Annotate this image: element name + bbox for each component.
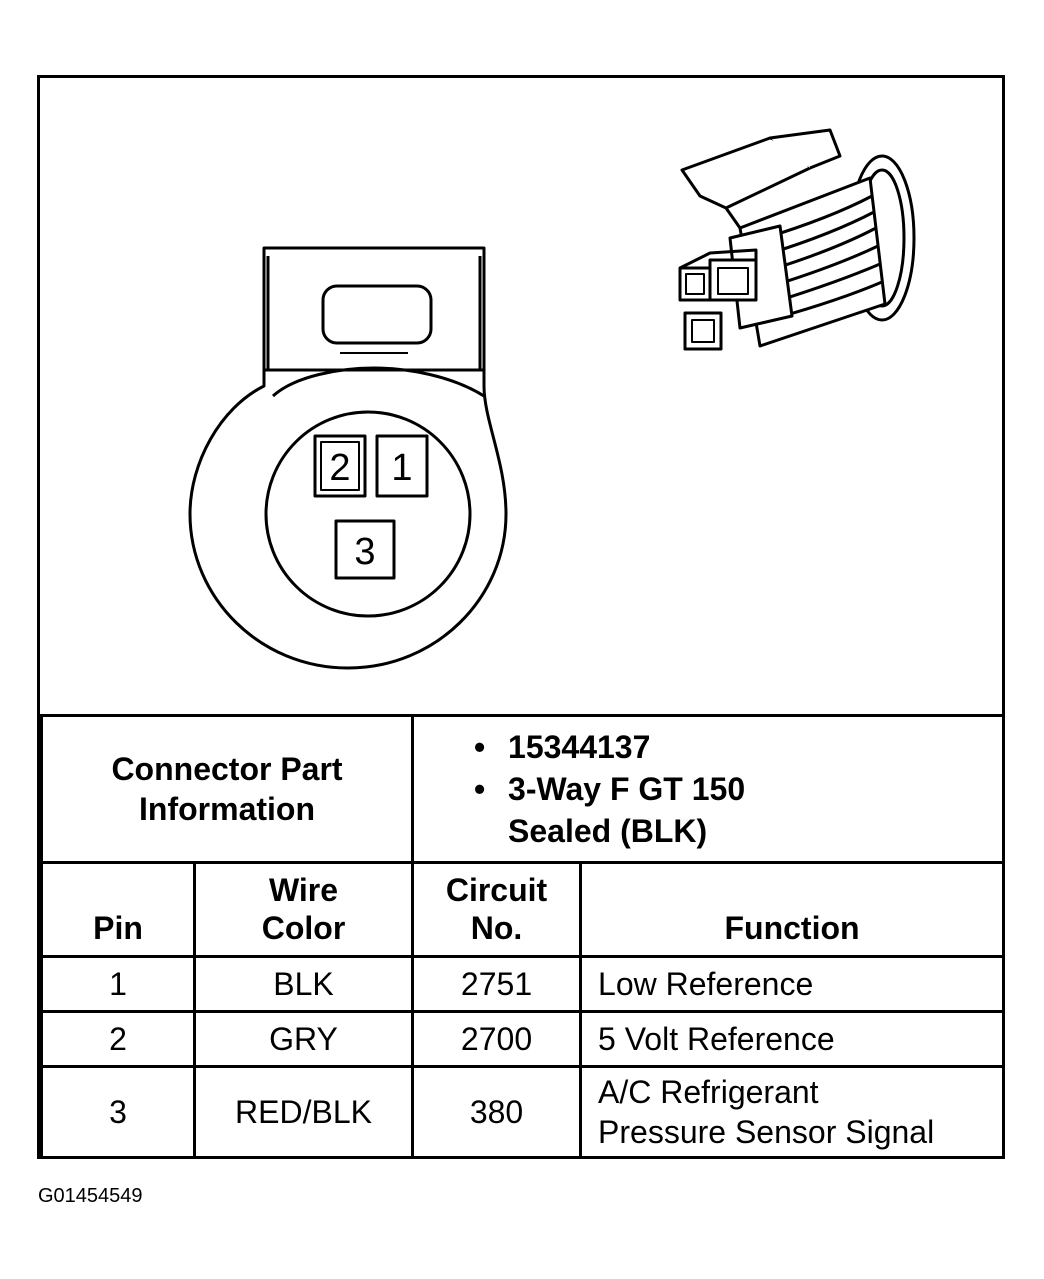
table-row: 1 BLK 2751 Low Reference <box>40 955 1006 1013</box>
connector-part-info-values: 15344137 3-Way F GT 150 Sealed (BLK) <box>411 714 1006 864</box>
cell-pin: 2 <box>40 1010 196 1068</box>
connector-part-info-label: Connector Part Information <box>39 714 415 864</box>
header-pin-label: Pin <box>93 910 143 946</box>
pin-cavity-label: 2 <box>329 447 350 489</box>
table-header-row: Pin Wire Color Circuit No. Function <box>40 861 1006 958</box>
connector-part-info-label-line: Information <box>139 791 315 827</box>
cell-pin: 3 <box>40 1065 196 1159</box>
connector-part-info-label-line: Connector Part <box>111 751 343 787</box>
cell-wire-color: BLK <box>192 955 415 1013</box>
cell-wire-color: RED/BLK <box>192 1065 415 1159</box>
header-function: Function <box>579 861 1006 958</box>
pin-cavity: 3 <box>334 519 396 580</box>
pin-cavity-label: 3 <box>354 531 375 573</box>
pin-cavity-label: 1 <box>391 447 412 489</box>
figure-id: G01454549 <box>38 1185 143 1207</box>
cell-function: A/C Refrigerant Pressure Sensor Signal <box>579 1065 1006 1159</box>
cell-circuit: 2700 <box>411 1010 583 1068</box>
header-circuit-no: Circuit No. <box>411 861 583 958</box>
cell-circuit: 2751 <box>411 955 583 1013</box>
header-wire-color: Wire Color <box>192 861 415 958</box>
header-function-label: Function <box>724 910 860 946</box>
header-pin: Pin <box>40 861 196 958</box>
connector-latch <box>321 284 433 345</box>
cell-function: Low Reference <box>579 955 1006 1013</box>
pin-cavity: 2 <box>313 434 367 498</box>
connector-type: 3-Way F GT 150 <box>508 771 746 807</box>
cell-function-line: A/C Refrigerant <box>598 1074 819 1110</box>
part-number: 15344137 <box>474 726 1002 768</box>
connector-description: 3-Way F GT 150 Sealed (BLK) <box>474 768 1002 852</box>
cell-function-line: Pressure Sensor Signal <box>598 1114 935 1150</box>
header-wire-color-line: Wire <box>268 872 339 908</box>
diagram-frame: 2 1 3 <box>37 75 1006 1159</box>
header-circuit-line: No. <box>470 910 523 946</box>
connector-face-view: 2 1 3 <box>188 246 508 670</box>
table-row: 3 RED/BLK 380 A/C Refrigerant Pressure S… <box>40 1065 1006 1159</box>
connector-seal: Sealed (BLK) <box>508 813 708 849</box>
pin-cavity: 1 <box>375 434 429 498</box>
cell-pin: 1 <box>40 955 196 1013</box>
cell-wire-color: GRY <box>192 1010 415 1068</box>
table-row: 2 GRY 2700 5 Volt Reference <box>40 1010 1006 1068</box>
connector-isometric-view <box>678 128 916 351</box>
header-wire-color-line: Color <box>261 910 346 946</box>
connector-info-table: Connector Part Information 15344137 3-Wa… <box>39 714 1006 1159</box>
connector-inner-face <box>264 410 472 618</box>
cell-circuit: 380 <box>411 1065 583 1159</box>
cell-function: 5 Volt Reference <box>579 1010 1006 1068</box>
connector-figure: 2 1 3 <box>188 128 916 670</box>
header-circuit-line: Circuit <box>445 872 548 908</box>
connector-part-info-row: Connector Part Information 15344137 3-Wa… <box>39 714 1006 864</box>
